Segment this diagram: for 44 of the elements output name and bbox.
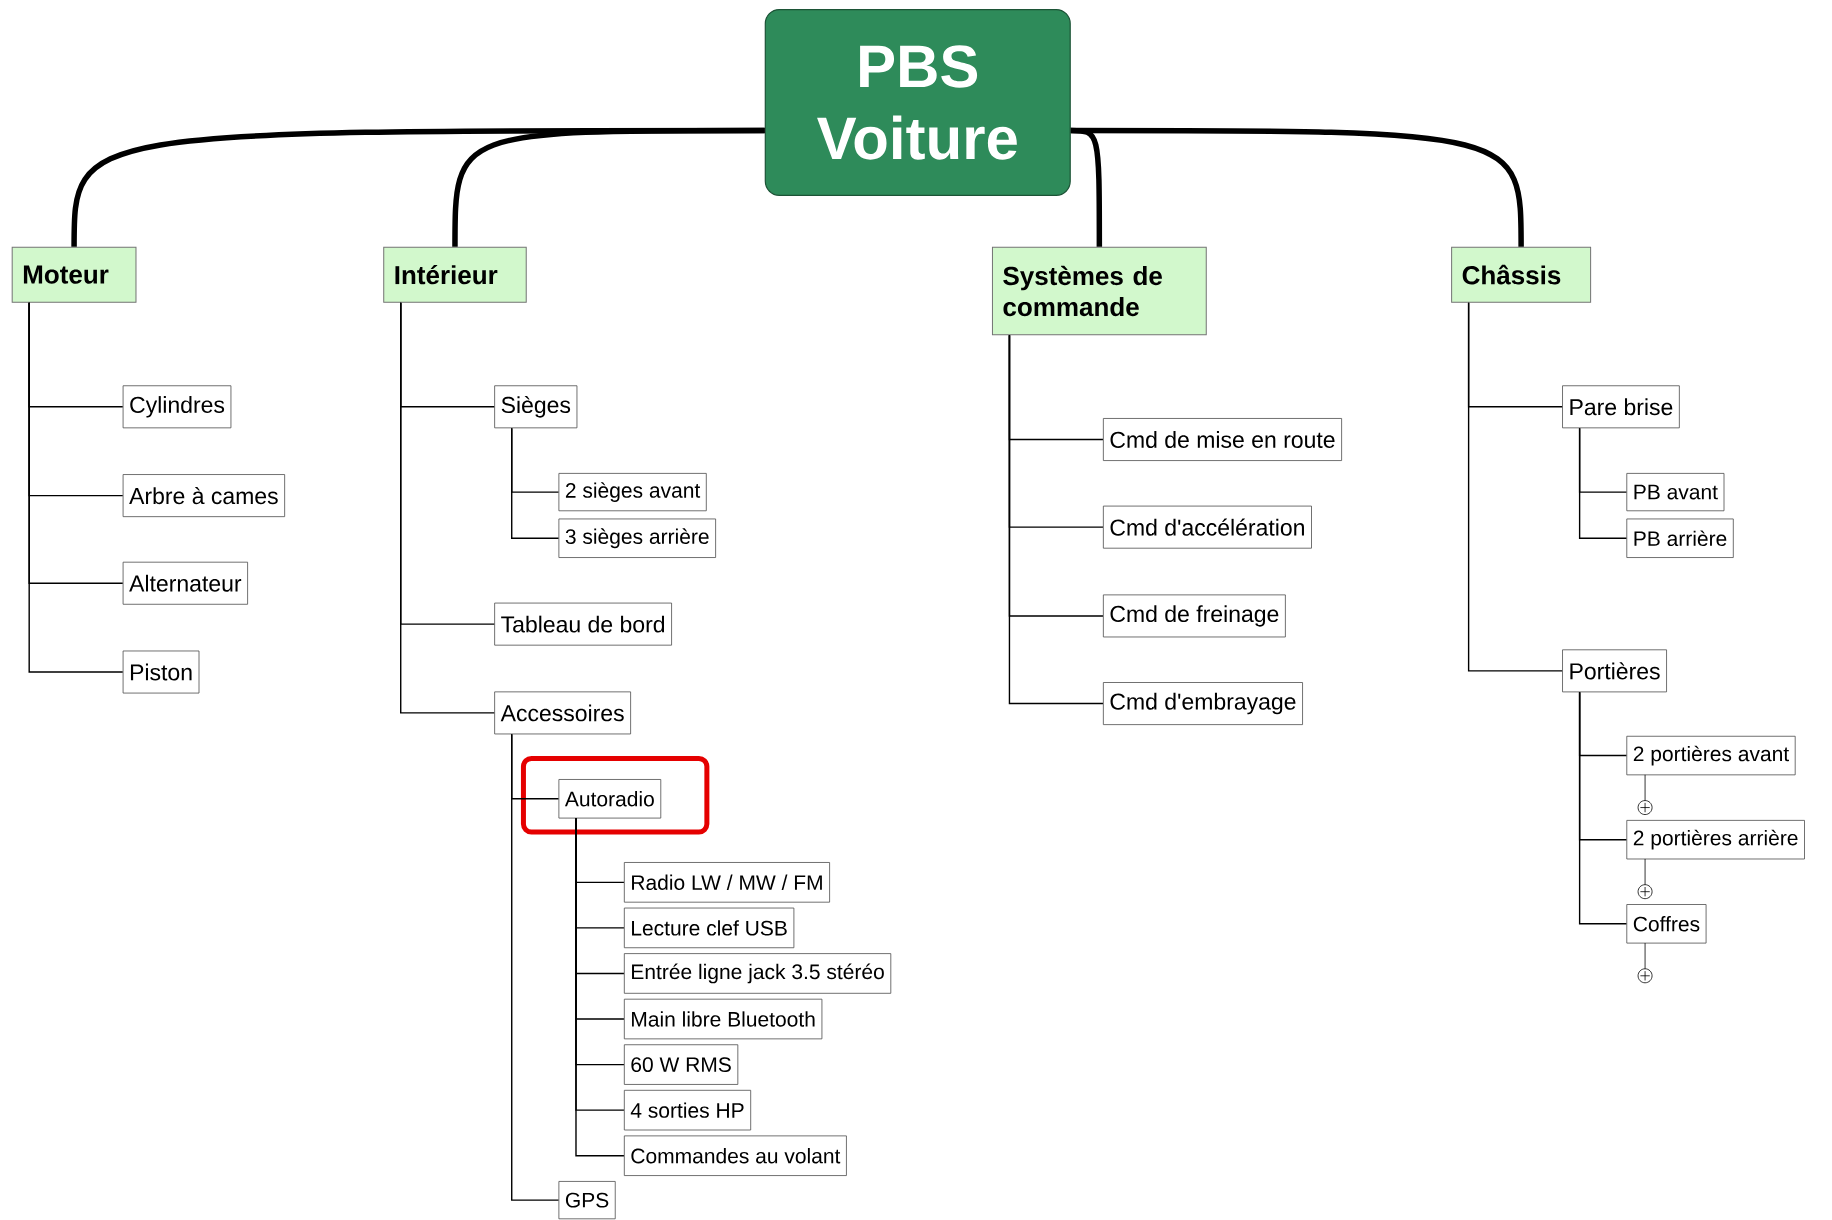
item-box: 3 sièges arrière (558, 518, 716, 558)
connector-line (1578, 427, 1628, 539)
subtopic-box: Alternateur (122, 561, 248, 605)
connector-line (28, 301, 124, 673)
subtopic-box: Sièges (494, 385, 578, 429)
item-box: 2 portières avant (1626, 735, 1796, 776)
subtopic-box: Portières (1562, 649, 1667, 693)
connector-line (511, 733, 560, 1201)
connector-line (400, 301, 495, 714)
item-box: 2 portières arrière (1626, 820, 1805, 860)
item-box: Main libre Bluetooth (623, 998, 823, 1040)
subtopic-box: Piston (122, 650, 200, 694)
item-box: Commandes au volant (623, 1135, 847, 1176)
subtopic-box: Tableau de bord (494, 602, 672, 646)
item-box: Entrée ligne jack 3.5 stéréo (623, 953, 892, 994)
subtopic-box: Cmd d'accélération (1102, 505, 1312, 549)
connector-line (452, 127, 765, 247)
connector-line (1008, 334, 1104, 705)
item-box: Coffres (1626, 904, 1707, 944)
connector-line (511, 427, 560, 539)
topic-box: Intérieur (383, 246, 527, 303)
item-box: GPS (558, 1181, 616, 1220)
item-box: 60 W RMS (623, 1044, 739, 1085)
item-box: Lecture clef USB (623, 907, 795, 949)
topic-box: Moteur (11, 246, 137, 303)
item-box: 2 sièges avant (558, 473, 707, 512)
subtopic-box: Cmd de mise en route (1102, 418, 1342, 461)
root-box: PBS Voiture (764, 8, 1071, 196)
topic-box: Châssis (1451, 246, 1592, 303)
connector-line (1467, 301, 1563, 672)
item-box: 4 sorties HP (623, 1089, 752, 1131)
subtopic-box: Cylindres (122, 385, 232, 429)
item-box: PB avant (1626, 473, 1725, 512)
subtopic-box: Cmd de freinage (1102, 594, 1286, 638)
connector-line (1578, 691, 1628, 925)
subtopic-box: Cmd d'embrayage (1102, 682, 1303, 725)
item-box: Autoradio (558, 779, 662, 819)
connector-line (1070, 127, 1524, 247)
topic-box: Systèmes de commande (991, 246, 1207, 336)
subtopic-box: Arbre à cames (122, 474, 286, 518)
item-box: PB arrière (1626, 518, 1734, 558)
subtopic-box: Accessoires (494, 691, 631, 735)
subtopic-box: Pare brise (1562, 385, 1680, 429)
item-box: Radio LW / MW / FM (623, 862, 830, 903)
